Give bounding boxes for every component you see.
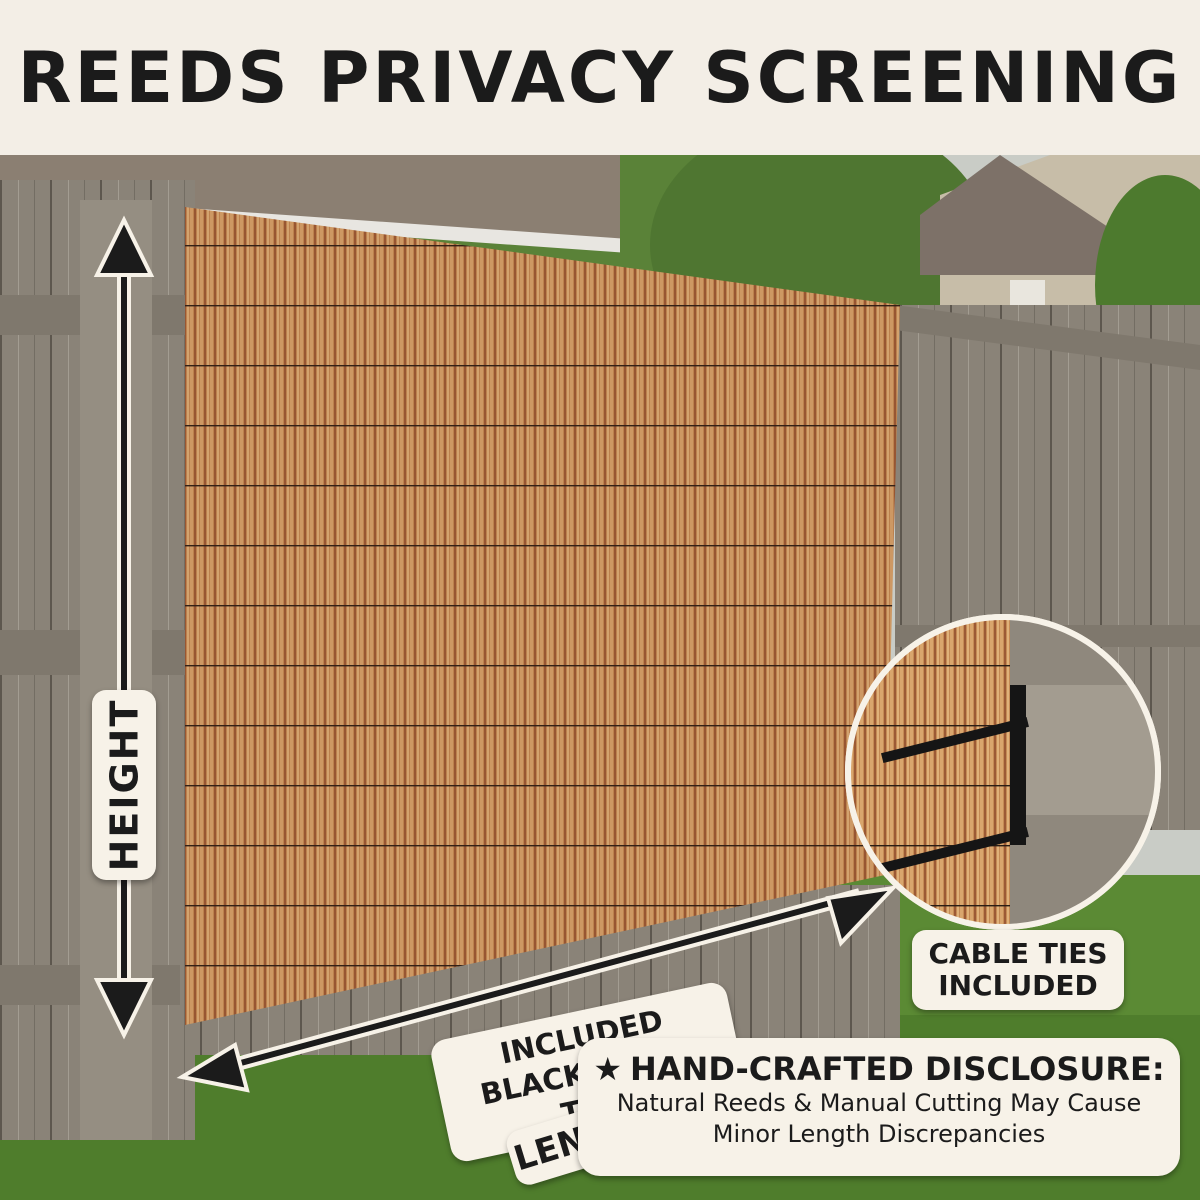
disclosure-title: ★ HAND-CRAFTED DISCLOSURE: — [578, 1050, 1180, 1088]
cable-line-1: CABLE TIES — [928, 937, 1108, 970]
cable-line-2: INCLUDED — [938, 969, 1098, 1002]
fence-scene-illustration — [0, 155, 1200, 1200]
disclosure-line-2: Minor Length Discrepancies — [712, 1120, 1046, 1148]
disclosure-line-1: Natural Reeds & Manual Cutting May Cause — [616, 1089, 1142, 1117]
cable-ties-included-label: CABLE TIES INCLUDED — [912, 930, 1124, 1010]
disclosure-title-text: HAND-CRAFTED DISCLOSURE: — [630, 1050, 1165, 1088]
height-text: HEIGHT — [102, 698, 147, 872]
star-icon: ★ — [593, 1050, 622, 1088]
disclosure-box: ★ HAND-CRAFTED DISCLOSURE: Natural Reeds… — [578, 1038, 1180, 1176]
product-photo: HEIGHT INCLUDED BLACK CABLE TIES LENGTH — [0, 155, 1200, 1200]
page-title: REEDS PRIVACY SCREENING — [17, 36, 1183, 119]
height-label: HEIGHT — [92, 690, 156, 880]
title-banner: REEDS PRIVACY SCREENING — [0, 0, 1200, 155]
